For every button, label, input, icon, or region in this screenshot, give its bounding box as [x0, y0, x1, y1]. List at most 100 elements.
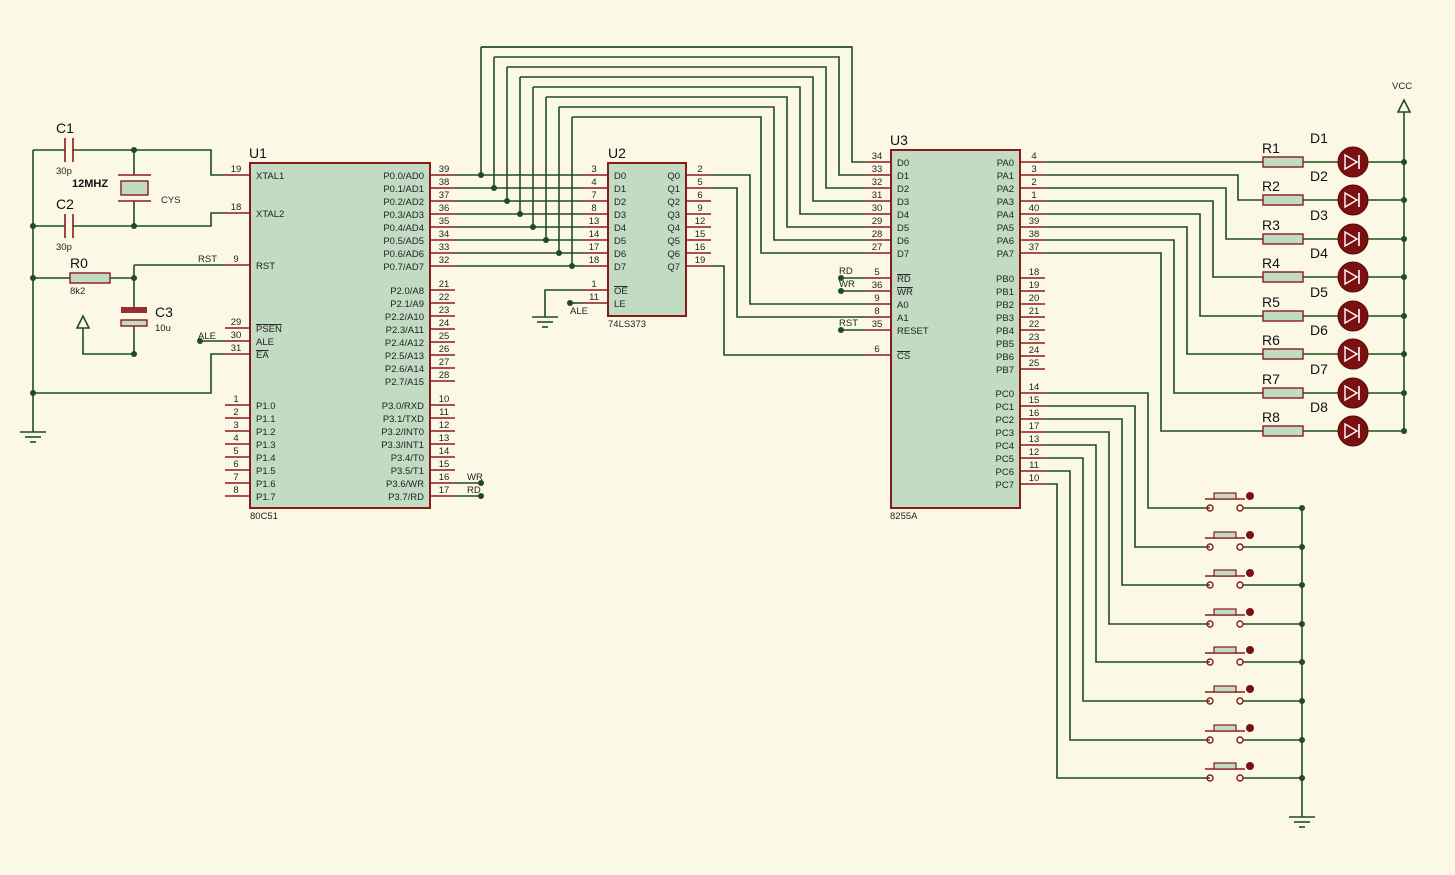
u1-pin-number: 15: [439, 459, 450, 470]
wire: [1045, 483, 1210, 779]
wire: [481, 46, 866, 163]
wire: [520, 76, 866, 202]
u1-pin-number: 29: [231, 317, 242, 328]
u3-left-pins: 34D033D132D231D330D429D528D627D75RD36WR9…: [866, 151, 929, 362]
u1-pin-number: 9: [233, 254, 238, 265]
led-icon: [1337, 415, 1369, 447]
u3-pin-number: 9: [874, 293, 879, 304]
u2-pin-number: 16: [695, 242, 706, 253]
u3-pin-number: 23: [1029, 332, 1040, 343]
u1-pin-name: P0.4/AD4: [383, 223, 424, 234]
wire: [711, 174, 866, 305]
c3-value: 10u: [155, 323, 171, 334]
crystal-body: [120, 180, 149, 196]
led-icon: [1337, 300, 1369, 332]
wire: [1045, 174, 1263, 201]
vcc-symbol: VCC: [1392, 81, 1412, 113]
u2-pin-name: Q3: [667, 210, 680, 221]
push-button-icon[interactable]: [1205, 608, 1254, 628]
u1-pin-number: 17: [439, 485, 450, 496]
u1-pin-number: 31: [231, 343, 242, 354]
push-button-icon[interactable]: [1205, 685, 1254, 705]
u1-body: [249, 162, 431, 509]
u3-right-pins: 4PA03PA12PA21PA340PA439PA538PA637PA718PB…: [996, 151, 1045, 491]
u1-pin-name: P1.4: [256, 453, 276, 464]
push-button-icon[interactable]: [1205, 724, 1254, 744]
push-button-icon[interactable]: [1205, 492, 1254, 512]
u1-pin-number: 18: [231, 202, 242, 213]
u1-pin-number: 38: [439, 177, 450, 188]
push-button-icon[interactable]: [1205, 762, 1254, 782]
wire: [73, 212, 225, 227]
u1-ref: U1: [249, 145, 267, 161]
u1-pin-number: 3: [233, 420, 238, 431]
u3-pin-number: 31: [872, 190, 883, 201]
u3-wr-net-label: WR: [839, 279, 855, 290]
junction-dot: [131, 275, 137, 281]
u2-part: 74LS373: [608, 319, 646, 330]
u3-pin-name: PB3: [996, 313, 1014, 324]
push-button-icon[interactable]: [1205, 646, 1254, 666]
u1-pin-name: P1.3: [256, 440, 276, 451]
u1-pin-number: 24: [439, 318, 450, 329]
wire: [1045, 200, 1263, 278]
u1-pin-name: P0.6/AD6: [383, 249, 424, 260]
u1-pin-number: 19: [231, 164, 242, 175]
u1-pin-name: P2.1/A9: [390, 299, 424, 310]
r0-body: [69, 272, 111, 284]
u3-pin-name: PA7: [997, 249, 1014, 260]
u2-pin-name: D3: [614, 210, 626, 221]
junction-dot: [478, 493, 484, 499]
resistor-ref: R8: [1262, 409, 1280, 425]
rst-net-label: RST: [198, 254, 217, 265]
u3-pin-number: 19: [1029, 280, 1040, 291]
c2-ref: C2: [56, 196, 74, 212]
led-ref: D5: [1310, 284, 1328, 300]
u1-pin-number: 36: [439, 203, 450, 214]
u2-pin-name: Q2: [667, 197, 680, 208]
u3-pin-number: 34: [872, 151, 883, 162]
u1-pin-name: P1.2: [256, 427, 276, 438]
wire: [1045, 405, 1210, 548]
u1-pin-name: P2.6/A14: [385, 364, 424, 375]
u3-pin-number: 10: [1029, 473, 1040, 484]
resistor-ref: R6: [1262, 332, 1280, 348]
resistor-body: [1262, 348, 1304, 360]
u3-pin-number: 4: [1031, 151, 1036, 162]
wire: [1045, 431, 1210, 625]
u3-pin-number: 8: [874, 306, 879, 317]
u1-pin-name: XTAL1: [256, 171, 284, 182]
u1-pin-number: 1: [233, 394, 238, 405]
u3-pin-number: 13: [1029, 434, 1040, 445]
u3-pin-number: 11: [1029, 460, 1039, 471]
u3-pin-name: PC0: [996, 389, 1014, 400]
u2-pin-number: 2: [697, 164, 702, 175]
u3-body: [890, 149, 1021, 509]
r0-value: 8k2: [70, 286, 85, 297]
u2-latch[interactable]: U2 74LS373 3D04D17D28D313D414D517D618D71…: [583, 145, 711, 330]
c3-ref: C3: [155, 304, 173, 320]
u3-pin-name: A1: [897, 313, 909, 324]
u3-ppi[interactable]: U3 8255A 34D033D132D231D330D429D528D627D…: [866, 132, 1045, 522]
wire: [546, 96, 866, 228]
resistor-body: [1262, 194, 1304, 206]
oscillator-circuit: C1 30p C2 30p 12MHZ CYS R0 8k2 C3 10u: [20, 120, 181, 443]
u3-pin-number: 33: [872, 164, 883, 175]
vcc-arrow-icon: [1396, 98, 1412, 113]
u1-pin-name: P1.5: [256, 466, 276, 477]
u1-microcontroller[interactable]: U1 80C51 19XTAL118XTAL29RST29PSEN30ALE31…: [225, 145, 455, 522]
u2-pin-number: 4: [591, 177, 596, 188]
u1-pin-name: P1.6: [256, 479, 276, 490]
u1-pin-name: EA: [256, 350, 269, 361]
ground-icon: [1289, 816, 1315, 828]
u3-pin-name: PA1: [997, 171, 1014, 182]
u3-pin-number: 22: [1029, 319, 1040, 330]
u1-pin-number: 16: [439, 472, 450, 483]
u2-pin-number: 6: [697, 190, 702, 201]
u2-pin-name: D4: [614, 223, 626, 234]
u3-pin-number: 16: [1029, 408, 1040, 419]
push-button-icon[interactable]: [1205, 569, 1254, 589]
u1-pin-number: 30: [231, 330, 242, 341]
